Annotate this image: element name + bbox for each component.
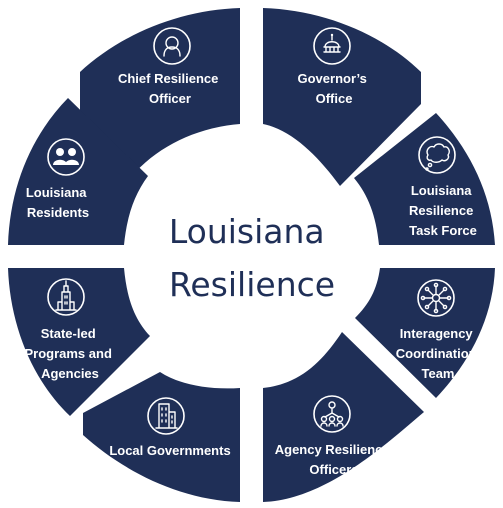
segment-interagency-team (355, 268, 495, 398)
segment-governors-office (263, 8, 421, 186)
label-line: Governor’s (298, 71, 367, 86)
label-line: Programs and (24, 346, 111, 361)
label-line: Local Governments (109, 443, 230, 458)
label-line: Task Force (409, 223, 477, 238)
chief-resilience-officer-label: Chief Resilience Officer (118, 71, 222, 106)
local-governments-label: Local Governments (109, 443, 230, 458)
label-line: Resilience (409, 203, 473, 218)
louisiana-residents-label: Louisiana Residents (26, 185, 90, 220)
task-force-label: Louisiana Resilience Task Force (409, 183, 477, 238)
label-line: Officers (309, 462, 358, 477)
label-line: Agency Resilience (275, 442, 390, 457)
label-line: Team (422, 366, 455, 381)
label-line: Chief Resilience (118, 71, 218, 86)
segment-shape (8, 98, 148, 245)
segment-local-governments (83, 372, 240, 502)
segment-shape (263, 8, 421, 186)
label-line: Interagency (400, 326, 474, 341)
interagency-team-label: Interagency Coordination Team (396, 326, 481, 381)
segment-shape (80, 8, 240, 186)
label-line: State-led (41, 326, 96, 341)
segment-shape (355, 268, 495, 398)
capitol-building-icon (47, 278, 85, 316)
segment-agency-officers (263, 332, 424, 502)
label-line: Agencies (41, 366, 99, 381)
segment-shape (8, 268, 150, 416)
label-line: Officer (149, 91, 191, 106)
segment-chief-resilience-officer (80, 8, 240, 186)
segment-shape (83, 372, 240, 502)
label-line: Office (316, 91, 353, 106)
center-title-line1: Louisiana (169, 212, 325, 251)
capitol-dome-icon (313, 27, 351, 65)
segment-state-led-programs (8, 268, 150, 416)
segment-task-force (354, 113, 495, 245)
network-icon (417, 279, 455, 317)
residents-icon (47, 138, 85, 176)
center-title-line2: Resilience (169, 265, 335, 304)
segment-shape (263, 332, 424, 502)
label-line: Residents (27, 205, 89, 220)
label-line: Coordination (396, 346, 477, 361)
state-led-programs-label: State-led Programs and Agencies (24, 326, 115, 381)
segment-shape (354, 113, 495, 245)
center-title: Louisiana Resilience (169, 212, 335, 304)
label-line: Louisiana (411, 183, 472, 198)
thought-cloud-icon (418, 136, 456, 174)
label-line: Louisiana (26, 185, 87, 200)
city-buildings-icon (147, 397, 185, 435)
person-icon (153, 27, 191, 65)
governors-office-label: Governor’s Office (298, 71, 371, 106)
segment-louisiana-residents (8, 98, 148, 245)
agency-officers-label: Agency Resilience Officers (275, 442, 394, 477)
people-group-icon (313, 395, 351, 433)
